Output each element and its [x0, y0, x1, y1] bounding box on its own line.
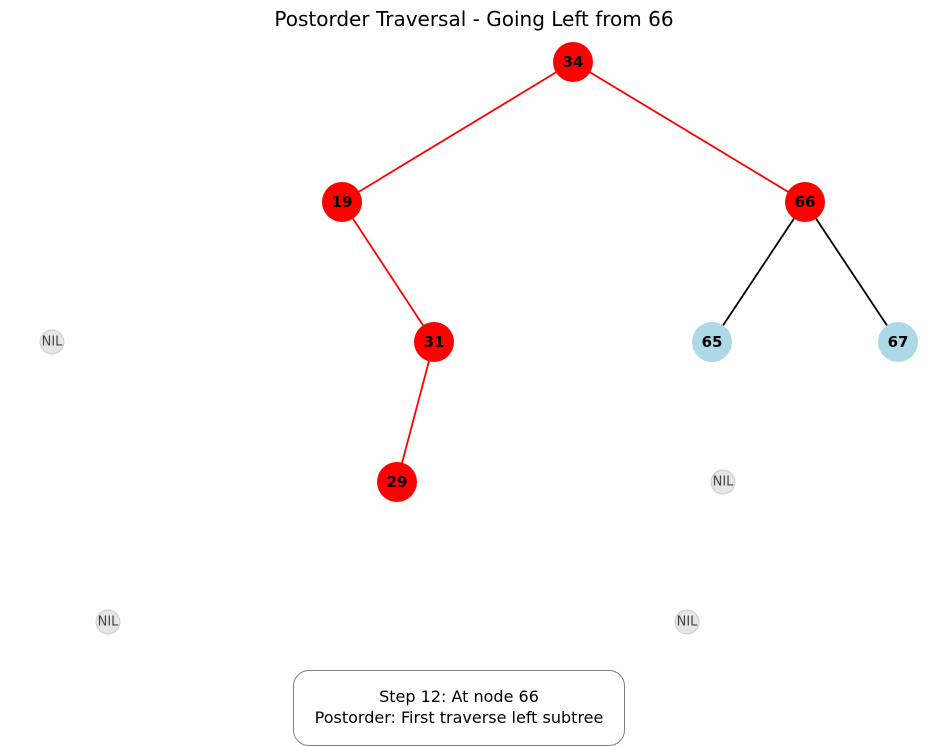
tree-node-67: 67	[878, 322, 918, 362]
edge-n66-n65	[711, 201, 806, 343]
step-info-line-1: Step 12: At node 66	[379, 687, 539, 706]
node-circle	[553, 42, 593, 82]
edge-n34-n66	[572, 61, 806, 203]
node-label: 19	[332, 193, 353, 211]
node-circle	[414, 322, 454, 362]
node-label: 67	[888, 333, 909, 351]
step-info-box: Step 12: At node 66 Postorder: First tra…	[293, 670, 625, 746]
tree-node-65: 65	[692, 322, 732, 362]
node-label: 65	[702, 333, 723, 351]
node-circle	[322, 182, 362, 222]
nil-node-circle	[95, 609, 121, 635]
nil-node-label: NIL	[98, 615, 120, 630]
step-info-line-2: Postorder: First traverse left subtree	[314, 708, 604, 727]
node-circle	[785, 182, 825, 222]
node-circle	[377, 462, 417, 502]
nil-node: NIL	[39, 329, 65, 355]
tree-node-66: 66	[785, 182, 825, 222]
tree-node-34: 34	[553, 42, 593, 82]
node-label: 66	[795, 193, 816, 211]
edge-n66-n67	[804, 201, 899, 343]
nil-node-circle	[39, 329, 65, 355]
edge-n31-n29	[396, 341, 435, 483]
nil-node-circle	[674, 609, 700, 635]
nil-node: NIL	[674, 609, 700, 635]
tree-node-29: 29	[377, 462, 417, 502]
node-label: 34	[563, 53, 584, 71]
diagram-title: Postorder Traversal - Going Left from 66	[274, 7, 673, 31]
nil-node: NIL	[95, 609, 121, 635]
node-label: 29	[387, 473, 408, 491]
nil-node-label: NIL	[677, 615, 699, 630]
edge-n34-n19	[341, 61, 574, 203]
edges-layer	[341, 61, 899, 483]
nil-node-label: NIL	[42, 335, 64, 350]
tree-node-19: 19	[322, 182, 362, 222]
node-circle	[878, 322, 918, 362]
edge-n19-n31	[341, 201, 435, 343]
node-label: 31	[424, 333, 445, 351]
nil-node: NIL	[710, 469, 736, 495]
nil-node-circle	[710, 469, 736, 495]
node-circle	[692, 322, 732, 362]
tree-node-31: 31	[414, 322, 454, 362]
nil-node-label: NIL	[713, 475, 735, 490]
